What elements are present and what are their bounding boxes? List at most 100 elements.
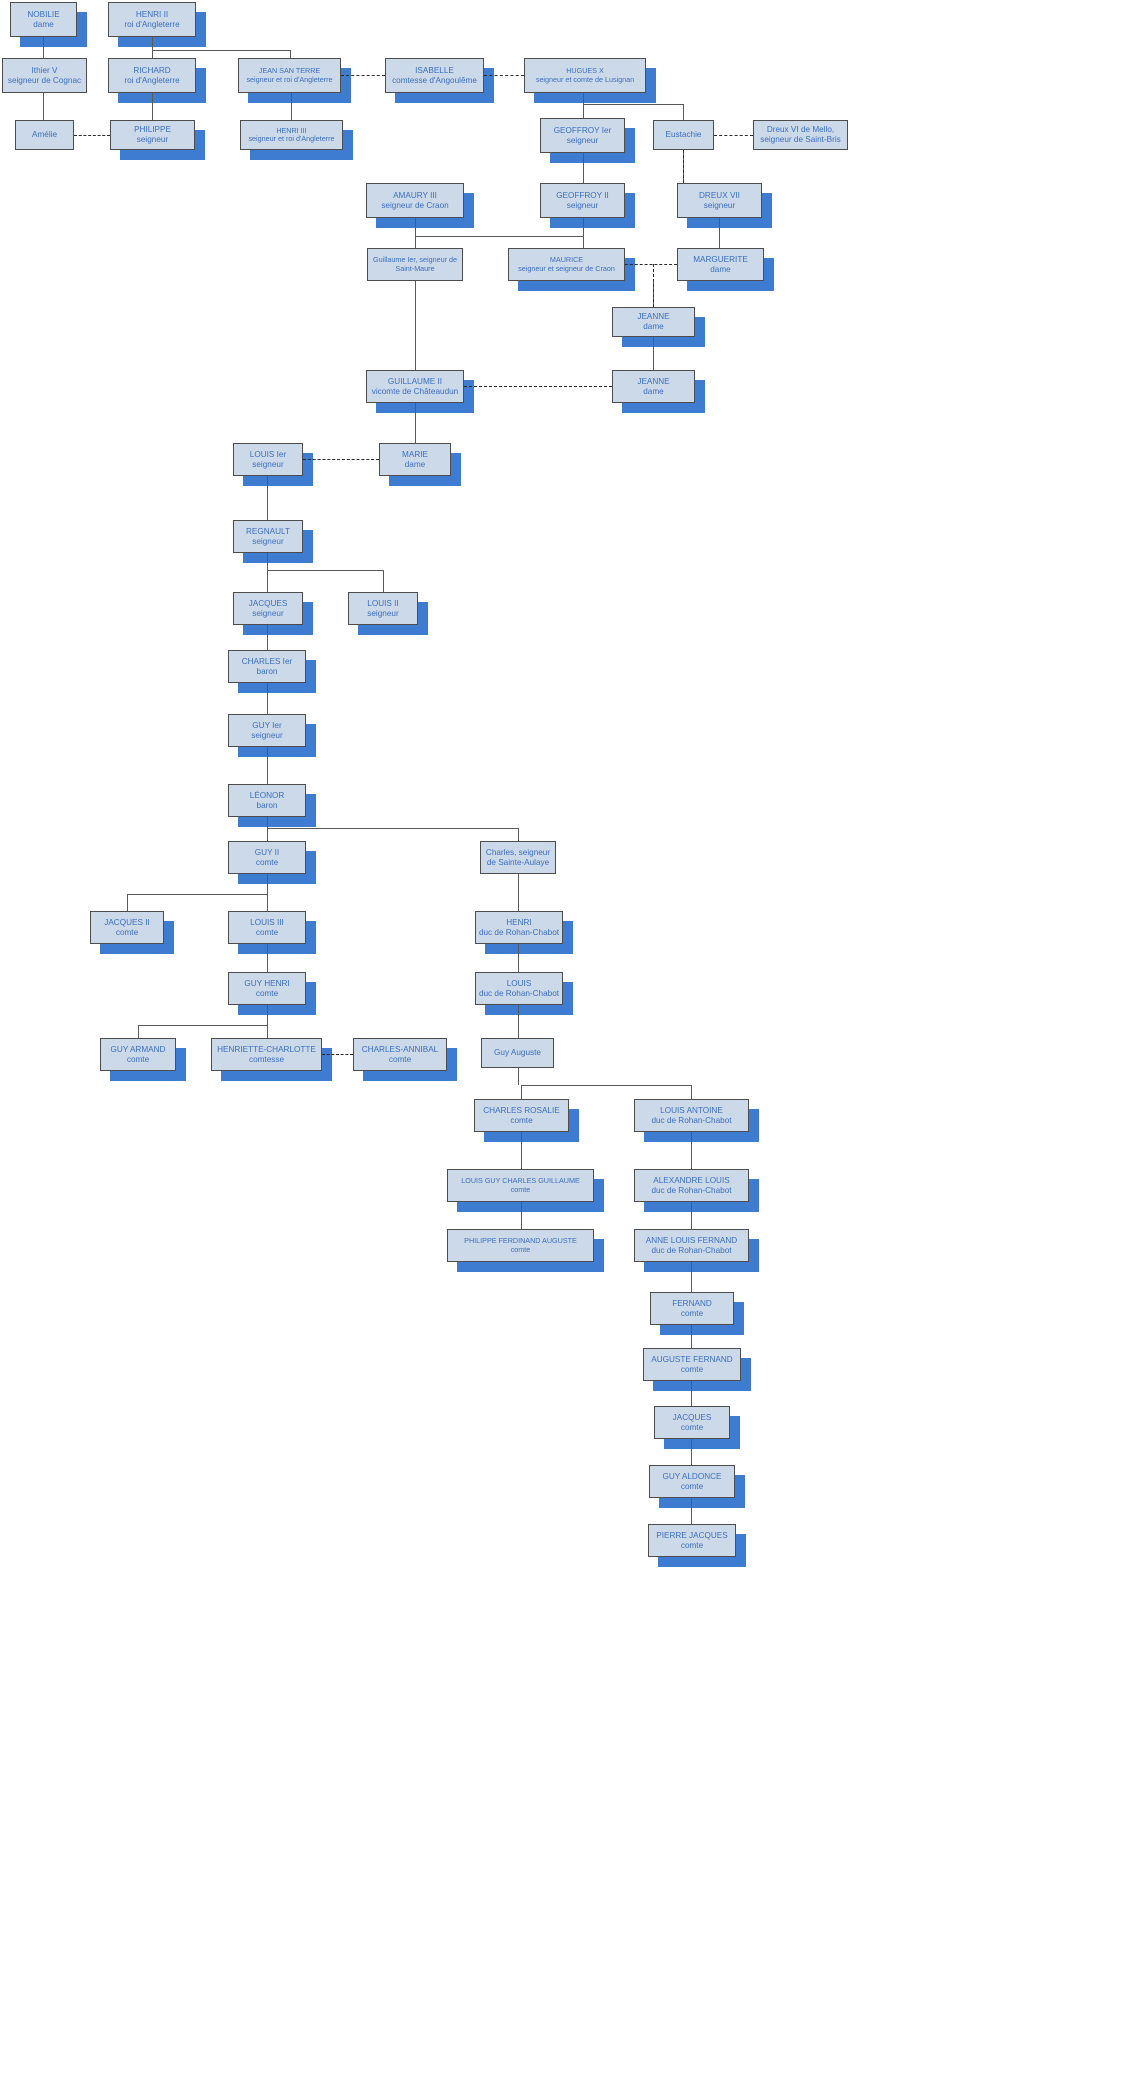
marriage-line-horizontal [303,459,379,460]
connector-line-vertical [518,1005,520,1038]
person-title: baron [256,800,278,810]
connector-line-horizontal [138,1025,267,1027]
person-title: duc de Rohan-Chabot [651,1185,732,1195]
person-node-amelie[interactable]: Amélie [15,120,74,150]
connector-line-vertical [291,93,293,120]
person-title: comte [126,1054,150,1064]
person-title: comte [510,1184,531,1194]
connector-line-vertical [415,236,417,248]
person-name: Dreux VI de Mello, [766,125,835,135]
connector-line-horizontal [127,894,267,896]
connector-line-vertical [691,1498,693,1524]
marriage-line-horizontal [74,135,110,136]
connector-line-horizontal [267,570,383,572]
connector-line-vertical [653,337,655,370]
person-name: Ithier V [31,65,58,75]
connector-line-horizontal [521,1085,691,1087]
person-title: Saint-Maure [395,263,435,273]
person-name: LOUIS [506,978,532,988]
marriage-line-horizontal [322,1054,353,1055]
connector-line-vertical [415,218,417,236]
person-name: LOUIS ANTOINE [660,1105,723,1115]
marriage-line-horizontal [341,75,385,76]
person-node-guyauguste[interactable]: Guy Auguste [481,1038,554,1068]
person-name: PIERRE JACQUES [656,1530,728,1540]
connector-line-vertical [415,281,417,370]
marriage-line-horizontal [714,135,753,136]
person-name: GUY ALDONCE [662,1471,722,1481]
person-name: PHILIPPE [134,125,171,135]
person-title: comtesse d'Angoulême [392,75,477,85]
person-name: MAURICE [549,255,584,265]
connector-line-vertical [691,1262,693,1292]
connector-line-vertical [583,93,585,118]
person-title: dame [643,386,664,396]
person-name: JEANNE [637,312,670,322]
person-title: seigneur [252,536,284,546]
person-name: MARGUERITE [693,254,748,264]
person-title: seigneur et comte de Lusignan [535,74,635,84]
person-title: comte [680,1308,704,1318]
person-name: LOUIS III [250,917,284,927]
person-name: FERNAND [672,1298,712,1308]
marriage-line-horizontal [625,264,677,265]
person-title: comte [680,1481,704,1491]
person-node-eustachie[interactable]: Eustachie [653,120,714,150]
connector-line-horizontal [267,828,518,830]
connector-line-vertical [267,476,269,520]
person-title: comte [510,1115,533,1125]
person-title: seigneur de Cognac [7,75,82,85]
person-node-dreux6[interactable]: Dreux VI de Mello,seigneur de Saint-Bris [753,120,848,150]
person-title: seigneur [566,200,599,210]
person-name: ALEXANDRE LOUIS [653,1175,730,1185]
